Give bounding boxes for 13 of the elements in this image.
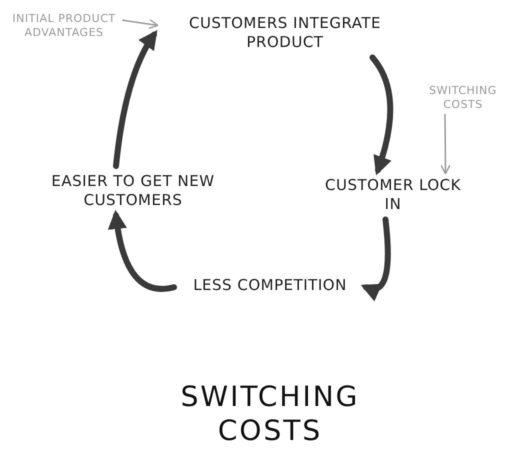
step-label: LESS COMPETITION (192, 276, 348, 295)
arrow (440, 114, 451, 175)
arrow (108, 210, 177, 292)
arrow (370, 54, 394, 176)
arrow (122, 18, 159, 30)
arrow (360, 216, 391, 301)
annotation-text: SWITCHING COSTS (428, 84, 498, 112)
step-label: CUSTOMER LOCK IN (324, 176, 462, 214)
arrow (113, 30, 158, 169)
annotation-text: INITIAL PRODUCT ADVANTAGES (11, 12, 117, 40)
step-label: EASIER TO GET NEW CUSTOMERS (50, 172, 216, 210)
step-label: CUSTOMERS INTEGRATE PRODUCT (188, 14, 382, 52)
diagram-title: SWITCHING COSTS (180, 380, 360, 448)
